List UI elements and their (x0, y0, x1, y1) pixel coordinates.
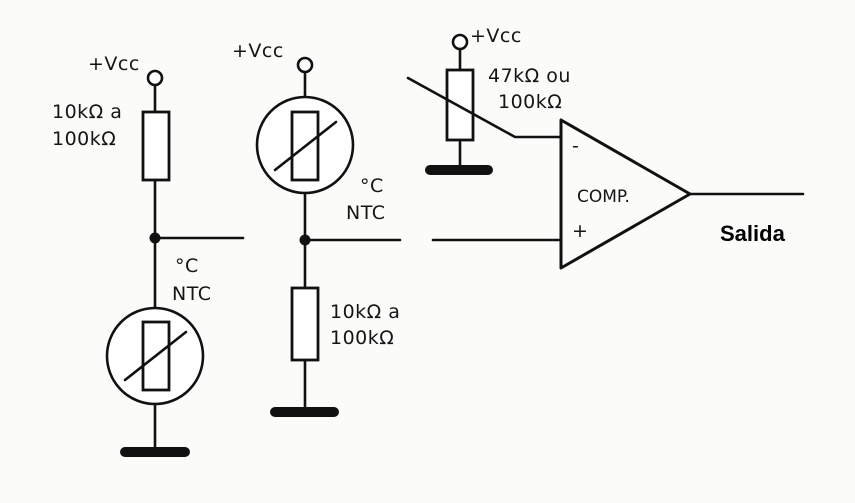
vcc-terminal-c (451, 33, 469, 51)
comparator-minus-label: - (572, 135, 579, 157)
ntc-a-slash (123, 330, 188, 382)
ntc-a-deg-label: °C (175, 255, 199, 277)
vcc-terminal-b (296, 56, 314, 74)
circuit-a: +Vcc 10kΩ a 100kΩ °C NTC (52, 53, 245, 457)
resistor-b-label-2: 100kΩ (330, 327, 394, 349)
comparator (559, 118, 692, 270)
resistor-a-label-2: 100kΩ (52, 128, 116, 150)
resistor-b-label-1: 10kΩ a (330, 301, 400, 323)
circuit-c: +Vcc 47kΩ ou 100kΩ - + COMP. Salida (406, 25, 805, 270)
potentiometer-label-2: 100kΩ (498, 91, 562, 113)
output-label: Salida (720, 221, 786, 246)
resistor-b (290, 286, 320, 362)
vcc-label-a: +Vcc (88, 53, 140, 75)
vcc-terminal-a (146, 69, 164, 87)
potentiometer-wiper-wire (406, 76, 562, 139)
comparator-name-label: COMP. (577, 187, 630, 207)
vcc-label-c: +Vcc (470, 25, 522, 47)
circuit-b: +Vcc °C NTC 10kΩ a 100kΩ (232, 40, 402, 417)
comparator-plus-label: + (572, 220, 588, 242)
ntc-a-name-label: NTC (172, 283, 211, 305)
potentiometer-label-1: 47kΩ ou (488, 65, 571, 87)
ntc-b-slash (273, 120, 338, 172)
resistor-a-label-1: 10kΩ a (52, 101, 122, 123)
resistor-a (141, 110, 171, 182)
vcc-label-b: +Vcc (232, 40, 284, 62)
ntc-b-name-label: NTC (346, 202, 385, 224)
potentiometer (445, 68, 475, 142)
ntc-b-deg-label: °C (360, 175, 384, 197)
